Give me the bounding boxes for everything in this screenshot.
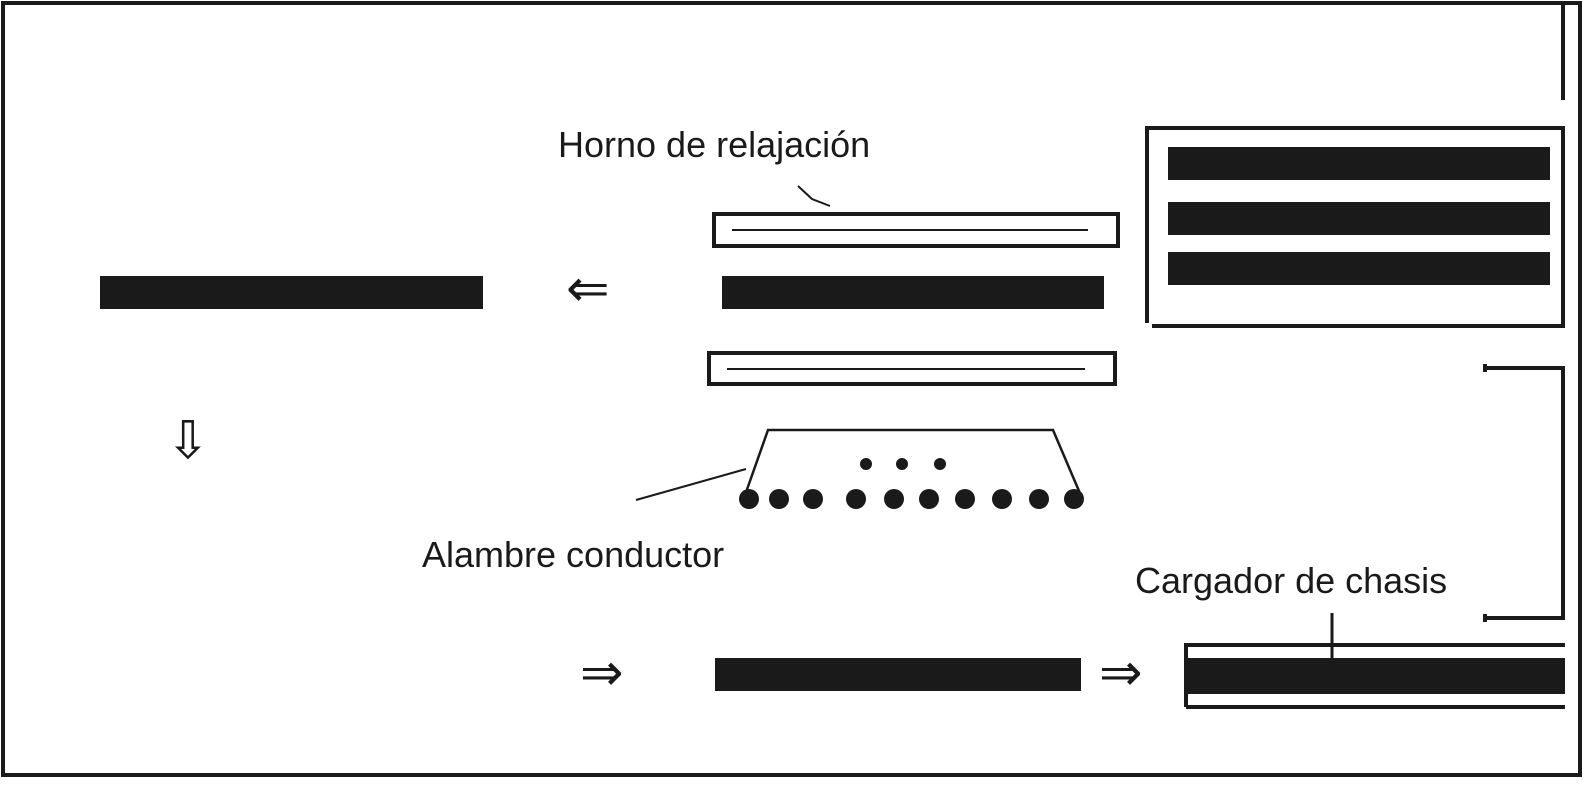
heater-dots-small: [860, 458, 946, 470]
rack-strip-3: [1168, 252, 1550, 285]
arrow-left-icon: ⇐: [566, 259, 610, 319]
chassis-strip-output: [100, 276, 483, 309]
rack-strip-1: [1168, 147, 1550, 180]
wire-dots-row: [739, 489, 1084, 509]
oven-leader-line: [797, 185, 831, 207]
chassis-loader: [1184, 613, 1565, 709]
arrow-right-icon-2: ⇒: [1099, 643, 1143, 703]
right-rail: [1483, 5, 1565, 622]
arrow-down-icon: ⇩: [166, 411, 210, 471]
magazine-rack: [1145, 126, 1565, 328]
wire-leader-line: [635, 468, 747, 501]
chassis-strip-oven: [722, 276, 1104, 309]
conductor-wire-label: Alambre conductor: [422, 534, 725, 575]
oven-bottom-plate: [707, 351, 1117, 386]
chassis-strip-feed: [715, 658, 1081, 691]
annealing-oven-label: Horno de relajación: [558, 124, 871, 165]
arrow-right-icon-1: ⇒: [580, 643, 624, 703]
conductor-wire-frame: [742, 428, 1084, 499]
chassis-loader-label: Cargador de chasis: [1135, 560, 1448, 601]
rack-strip-2: [1168, 202, 1550, 235]
oven-top-plate: [712, 212, 1120, 248]
